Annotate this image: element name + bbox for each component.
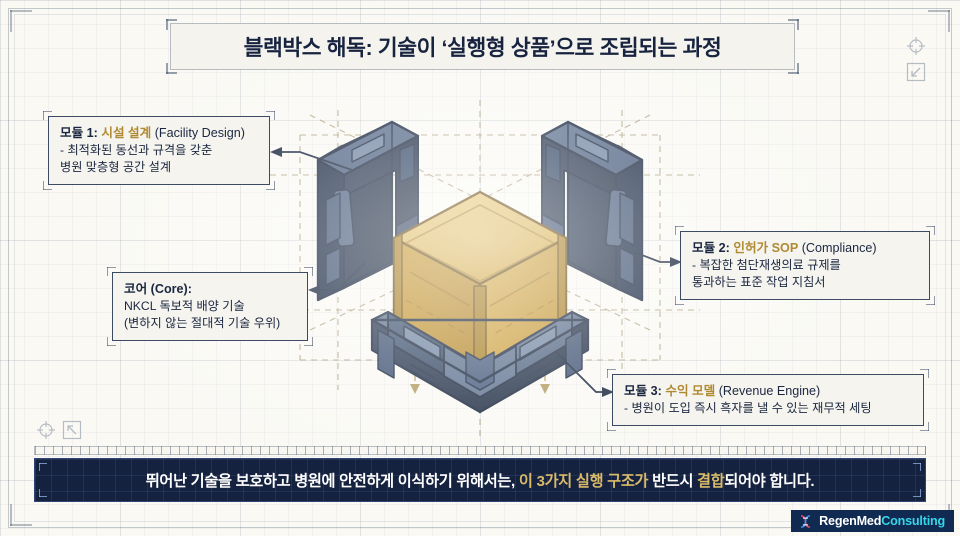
banner-highlight-2: 결합: [697, 473, 725, 490]
page-title-text: 블랙박스 해독: 기술이 ‘실행형 상품’으로 조립되는 과정: [243, 36, 722, 60]
brand-logo-accent: Consulting: [881, 514, 945, 528]
callout-module-3-accent: 수익 모델: [665, 384, 716, 398]
callout-corner-mark-c: [675, 295, 685, 305]
resize-arrow-icon: [906, 62, 926, 82]
callout-module-2-heading: 모듈 2: 인허가 SOP (Compliance): [692, 241, 877, 255]
page-frame-inner: [14, 14, 946, 522]
callout-module-1-line-2: 병원 맞층형 공간 설계: [60, 160, 172, 174]
dna-helix-icon: [801, 514, 811, 528]
callout-corner-mark-b: [303, 267, 313, 277]
page-frame: [8, 8, 952, 528]
callout-corner-mark-d: [303, 336, 313, 346]
title-corner-mark-a: [166, 19, 178, 31]
callout-module-1-line-1: - 최적화된 동선과 규격을 갖춘: [60, 143, 213, 157]
crosshair-icon: [906, 36, 926, 56]
brand-logo-text: RegenMedConsulting: [819, 514, 945, 528]
callout-module-2[interactable]: 모듈 2: 인허가 SOP (Compliance) - 복잡한 첨단재생의료 …: [675, 226, 935, 305]
callout-module-3-heading: 모듈 3: 수익 모델 (Revenue Engine): [624, 384, 821, 398]
banner-grid: [35, 459, 925, 501]
banner-corner-mark-c: [39, 487, 49, 497]
banner-corner-mark-a: [39, 463, 49, 473]
callout-module-1-accent: 시설 설계: [101, 126, 152, 140]
callout-module-3-line-1: - 병원이 도입 즉시 흑자를 낼 수 있는 재무적 세팅: [624, 401, 872, 415]
banner-corner-mark-d: [911, 487, 921, 497]
title-corner-mark-c: [166, 62, 178, 74]
callout-corner-mark-a: [43, 111, 53, 121]
crosshair-icon-bottom: [36, 420, 56, 440]
callout-module-1-heading: 모듈 1: 시설 설계 (Facility Design): [60, 126, 246, 140]
page-title: 블랙박스 해독: 기술이 ‘실행형 상품’으로 조립되는 과정: [166, 19, 799, 74]
callout-core[interactable]: 코어 (Core): NKCL 독보적 배양 기술 (변하지 않는 절대적 기술…: [107, 267, 313, 346]
callout-module-2-accent: 인허가 SOP: [733, 241, 799, 255]
callout-module-3[interactable]: 모듈 3: 수익 모델 (Revenue Engine) - 병원이 도입 즉시…: [607, 369, 929, 431]
corner-mark-top-left: [10, 10, 44, 44]
callout-module-2-line-2: 통과하는 표준 작업 지침서: [692, 275, 826, 289]
callout-corner-mark-c: [607, 421, 617, 431]
measurement-ruler: [34, 446, 926, 455]
callout-corner-mark-d: [265, 180, 275, 190]
banner-highlight-1: 이 3가지 실행 구조가: [518, 473, 649, 490]
title-corner-mark-d: [787, 62, 799, 74]
callout-core-line-1: NKCL 독보적 배양 기술: [124, 299, 245, 313]
brand-logo[interactable]: RegenMedConsulting: [791, 510, 954, 532]
callout-corner-mark-c: [43, 180, 53, 190]
callout-corner-mark-a: [607, 369, 617, 379]
title-corner-mark-b: [787, 19, 799, 31]
callout-corner-mark-b: [925, 226, 935, 236]
callout-module-2-line-1: - 복잡한 첨단재생의료 규제를: [692, 258, 841, 272]
corner-mark-top-right: [916, 10, 950, 44]
callout-module-1[interactable]: 모듈 1: 시설 설계 (Facility Design) - 최적화된 동선과…: [43, 111, 275, 190]
callout-corner-mark-c: [107, 336, 117, 346]
callout-corner-mark-b: [265, 111, 275, 121]
callout-core-heading: 코어 (Core):: [124, 282, 192, 296]
callout-corner-mark-d: [919, 421, 929, 431]
callout-corner-mark-a: [107, 267, 117, 277]
callout-core-line-2: (변하지 않는 절대적 기술 우위): [124, 316, 281, 330]
conclusion-banner: 뛰어난 기술을 보호하고 병원에 안전하게 이식하기 위해서는, 이 3가지 실…: [34, 458, 926, 502]
callout-corner-mark-b: [919, 369, 929, 379]
banner-corner-mark-b: [911, 463, 921, 473]
conclusion-banner-text: 뛰어난 기술을 보호하고 병원에 안전하게 이식하기 위해서는, 이 3가지 실…: [145, 473, 815, 490]
corner-mark-bottom-left: [10, 492, 44, 526]
callout-corner-mark-a: [675, 226, 685, 236]
resize-arrow-icon-bottom: [62, 420, 82, 440]
callout-corner-mark-d: [925, 295, 935, 305]
